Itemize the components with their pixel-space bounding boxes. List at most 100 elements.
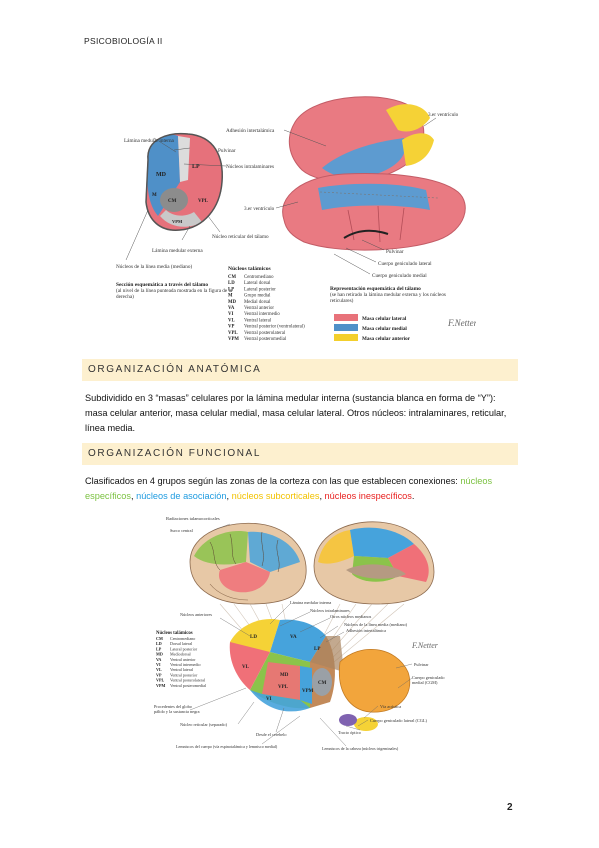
label-lamina-medular-externa: Lámina medular externa xyxy=(152,248,203,254)
nuclei-legend-name: Lateral dorsal xyxy=(244,281,271,286)
nuclei-legend-abbr: LP xyxy=(228,287,234,292)
nuclei-legend-name: Medial dorsal xyxy=(244,300,271,305)
nuclei-legend-abbr: MD xyxy=(156,652,163,657)
section-nucleus-label: VPM xyxy=(172,219,183,224)
nuclei-legend-name: Ventral intermedio xyxy=(170,662,201,667)
separator: , xyxy=(130,491,137,501)
nuclei-legend-name: Ventral posterior (ventrolateral) xyxy=(244,325,305,330)
nuclei-legend-abbr: VPM xyxy=(228,337,239,342)
nuclei-legend-name: Ventral posteromedial xyxy=(244,337,287,342)
nuclei-legend-name: Ventral posteromedial xyxy=(170,683,207,688)
separator: , xyxy=(319,491,325,501)
running-header: PSICOBIOLOGÍA II xyxy=(84,36,163,46)
mass-legend-anterior: Masa celular anterior xyxy=(362,336,411,342)
nuclei-legend-abbr: VL xyxy=(156,667,162,672)
section-funcional-title: ORGANIZACIÓN FUNCIONAL xyxy=(88,448,261,459)
label-nucleos-intralaminares: Núcleos intralaminares xyxy=(226,164,274,170)
nuclei-legend-name: Ventral posterolateral xyxy=(170,678,206,683)
nuclei-legend-abbr: VP xyxy=(228,325,234,330)
label-tercer-ventriculo-top: 3.er ventrículo xyxy=(428,112,459,118)
representation-caption-sub: (se han retirado la lámina medular exter… xyxy=(330,292,446,304)
mass-legend-medial: Masa celular medial xyxy=(362,326,407,332)
thalamus-section-diagram: MD LP M CM VPL VPM xyxy=(145,132,223,231)
section-anatomica-header: ORGANIZACIÓN ANATÓMICA xyxy=(82,359,518,381)
label-pulvinar-3d: Pulvinar xyxy=(386,249,404,255)
nuclei-legend-name: Ventral posterior xyxy=(170,672,198,677)
block-label: CM xyxy=(318,681,327,686)
thalamus-blocks-diagram xyxy=(229,618,411,731)
representation-caption-title: Representación esquemática del tálamo xyxy=(330,286,421,292)
mass-legend-lateral: Masa celular lateral xyxy=(362,316,407,322)
block-label: VI xyxy=(266,697,272,702)
label-nucleo-reticular: Núcleo reticular del tálamo xyxy=(212,234,269,240)
section-nucleus-label: M xyxy=(152,193,157,198)
nuclei-legend-name: Lateral posterior xyxy=(244,287,276,292)
label-adhesion: Adhesión intertalámica xyxy=(346,628,386,633)
nuclei-legend-name: Ventral posterolateral xyxy=(244,331,286,336)
label-cuerpo-geniculado-medial: Cuerpo geniculado medial xyxy=(372,273,427,279)
nuclei-legend-abbr: VI xyxy=(156,662,161,667)
section-caption-title: Sección esquemática a través del tálamo xyxy=(116,282,208,288)
block-label: VPL xyxy=(278,685,289,690)
label-trigeminales: Lemniscos de la cabeza (núcleos trigemin… xyxy=(322,746,399,751)
nuclei-legend-name: Centromediano xyxy=(170,636,195,641)
artist-signature: F.Netter xyxy=(447,318,476,328)
nuclei-legend-name: Centromediano xyxy=(244,275,274,280)
section-anatomica-paragraph: Subdividido en 3 “masas” celulares por l… xyxy=(85,393,507,433)
nuclei-legend-name: Ventral anterior xyxy=(170,657,196,662)
nuclei-legend-name: Mediodorsal xyxy=(170,652,192,657)
section-funcional-paragraph: Clasificados en 4 grupos según las zonas… xyxy=(85,474,515,504)
nuclei-legend-abbr: MD xyxy=(228,300,237,305)
block-label: VL xyxy=(242,665,250,670)
label-nucleos-anteriores: Núcleos anteriores xyxy=(180,612,212,617)
label-linea-media: Núcleos de la línea media (mediano) xyxy=(344,622,408,627)
period: . xyxy=(411,491,415,501)
block-label: MD xyxy=(280,673,289,678)
label-cuerpo-geniculado-lateral: Cuerpo geniculado lateral xyxy=(378,261,432,267)
nuclei-legend-abbr: VPL xyxy=(156,678,164,683)
nuclei-legend-name: Ventral anterior xyxy=(244,306,274,311)
nuclei-legend-name: Ventral intermedio xyxy=(244,312,280,317)
section-nucleus-label: CM xyxy=(168,199,177,204)
label-lemnisco: Lemniscos del cuerpo (vía espinotalámica… xyxy=(176,744,278,749)
nuclei-legend-abbr: M xyxy=(228,294,233,299)
section-nucleus-label: VPL xyxy=(198,199,209,204)
block-label: VA xyxy=(290,635,297,640)
mass-legend: Masa celular lateral Masa celular medial… xyxy=(334,314,411,342)
section-caption-sub: (al nivel de la línea punteada mostrada … xyxy=(116,288,233,300)
section-anatomica-title: ORGANIZACIÓN ANATÓMICA xyxy=(88,364,262,375)
nuclei-legend-abbr: VPL xyxy=(228,331,238,336)
nuclei-legend-name: Dorsal lateral xyxy=(170,641,193,646)
nuclei-legend-name: Ventral lateral xyxy=(244,318,272,323)
label-radiaciones: Radiaciones talamocorticales xyxy=(166,516,220,521)
nuclei-legend-abbr: VI xyxy=(228,312,233,317)
label-pulvinar: Pulvinar xyxy=(414,662,429,667)
label-tercer-ventriculo: 3.er ventrículo xyxy=(244,206,275,212)
label-nucleos-intralaminares: Núcleos intralaminares xyxy=(310,608,350,613)
label-otros-medianos: Otros núcleos medianos xyxy=(330,614,372,619)
section-nucleus-label: LP xyxy=(192,164,200,170)
nucleos-especificos-term: núcleos específicos xyxy=(85,476,493,501)
nuclei-legend-abbr: VA xyxy=(156,657,161,662)
label-globo-palido: Procedentes del globo pálido y la sustan… xyxy=(154,704,200,714)
nuclei-legend-abbr: VA xyxy=(228,306,235,311)
nuclei-legend-abbr: VPM xyxy=(156,683,165,688)
nuclei-legend-name: Lateral posterior xyxy=(170,646,198,651)
nuclei-legend-name: Grupo medial xyxy=(244,294,271,299)
funcional-text: Clasificados en 4 grupos según las zonas… xyxy=(85,476,461,486)
medial-brain-view xyxy=(313,521,435,605)
nuclei-legend-abbr: LD xyxy=(228,281,235,286)
label-cerebelo: Desde el cerebelo xyxy=(256,732,287,737)
nuclei-legend-abbr: VP xyxy=(156,672,162,677)
label-adhesion-intertalamica: Adhesión intertalámica xyxy=(226,128,275,134)
label-lamina-medular: Lámina medular interna xyxy=(290,600,331,605)
label-via-acustica: Vía acústica xyxy=(380,704,401,709)
thalamus-anatomy-figure: MD LP M CM VPL VPM Lámina medular intern… xyxy=(108,90,476,342)
nucleos-subcorticales-term: núcleos subcorticales xyxy=(231,491,320,501)
nuclei-legend-name: Ventral lateral xyxy=(170,667,194,672)
section-funcional-header: ORGANIZACIÓN FUNCIONAL xyxy=(82,443,518,465)
block-label: VPM xyxy=(302,689,314,694)
label-surco-central: Surco central xyxy=(170,528,194,533)
thalamus-3d-diagram xyxy=(282,96,466,251)
